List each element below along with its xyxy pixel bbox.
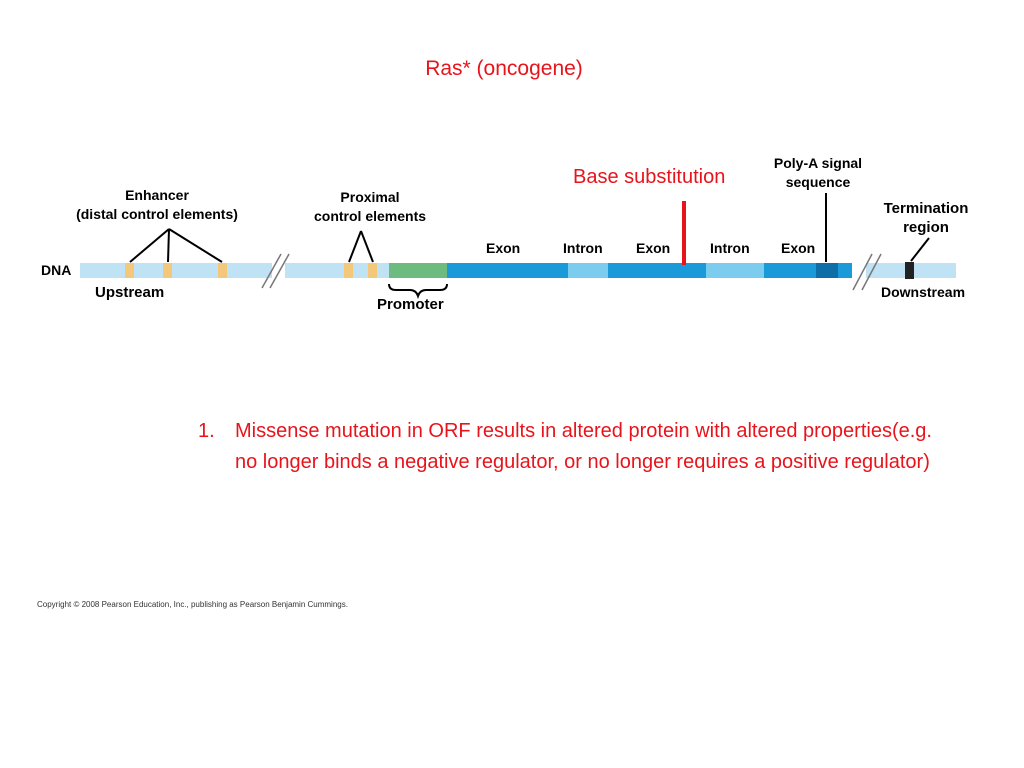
- downstream-label: Downstream: [881, 284, 966, 300]
- polya-signal: [816, 263, 838, 278]
- termination-marker: [905, 262, 914, 279]
- promoter-brace: [388, 283, 448, 300]
- intron-1-label: Intron: [563, 240, 603, 256]
- copyright-notice: Copyright © 2008 Pearson Education, Inc.…: [37, 600, 348, 609]
- exon-3-label: Exon: [781, 240, 816, 256]
- exon-2: [608, 263, 706, 278]
- promoter-region: [389, 263, 447, 278]
- enhancer-pointer-lines: [129, 228, 223, 263]
- upstream-label: Upstream: [95, 284, 165, 301]
- exon-2-label: Exon: [636, 240, 671, 256]
- dna-segment-left: [80, 263, 272, 278]
- termination-label: Termination region: [870, 199, 982, 237]
- proximal-label-line1: Proximal: [340, 189, 400, 205]
- termination-pointer-line: [910, 237, 930, 262]
- promoter-label: Promoter: [377, 296, 444, 313]
- proximal-label: Proximal control elements: [300, 188, 440, 226]
- list-item-text: Missense mutation in ORF results in alte…: [235, 420, 932, 473]
- proximal-label-line2: control elements: [313, 208, 427, 224]
- proximal-element: [344, 263, 353, 278]
- enhancer-label-line1: Enhancer: [125, 187, 189, 203]
- intron-2: [706, 263, 764, 278]
- break-mark-left: [261, 253, 290, 289]
- enhancer-element: [218, 263, 227, 278]
- enhancer-label-line2: (distal control elements): [76, 206, 238, 222]
- polya-label-line1: Poly-A signal: [773, 155, 863, 171]
- exon-3: [764, 263, 852, 278]
- break-mark-right: [852, 253, 882, 291]
- polya-label-line2: sequence: [785, 174, 851, 190]
- dna-label: DNA: [41, 262, 72, 278]
- enhancer-element: [125, 263, 134, 278]
- polya-label: Poly-A signal sequence: [758, 154, 878, 192]
- termination-label-line1: Termination: [883, 200, 969, 217]
- enhancer-element: [163, 263, 172, 278]
- proximal-element: [368, 263, 377, 278]
- gene-diagram: Enhancer (distal control elements) Proxi…: [0, 0, 1024, 330]
- list-item-number: 1.: [198, 420, 215, 442]
- slide-title: Ras* (oncogene): [425, 57, 583, 80]
- enhancer-label: Enhancer (distal control elements): [60, 186, 254, 224]
- intron-2-label: Intron: [710, 240, 750, 256]
- base-substitution-label: Base substitution: [573, 166, 726, 188]
- gene-diagram-svg: [80, 193, 956, 300]
- termination-label-line2: region: [903, 219, 949, 236]
- exon-1-label: Exon: [486, 240, 521, 256]
- exon-1: [447, 263, 568, 278]
- intron-1: [568, 263, 608, 278]
- proximal-pointer-lines: [348, 230, 374, 263]
